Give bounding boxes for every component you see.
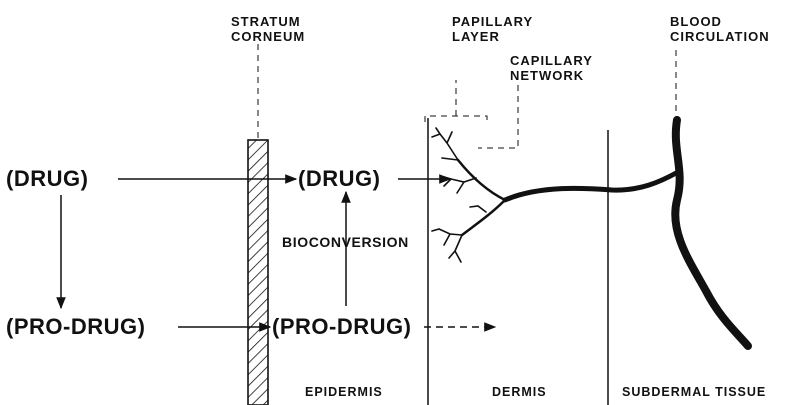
blood-circulation-line-2: CIRCULATION (670, 29, 770, 44)
blood-vessel (505, 120, 748, 346)
papillary-layer-line-2: LAYER (452, 29, 533, 44)
papillary-layer-label: PAPILLARY LAYER (452, 14, 533, 44)
subdermal-tissue-label: SUBDERMAL TISSUE (622, 386, 766, 399)
capillary-network-leader (478, 85, 518, 148)
epidermis-label: EPIDERMIS (305, 386, 383, 399)
capillary-network (432, 128, 505, 262)
stratum-corneum-label: STRATUM CORNEUM (231, 14, 305, 44)
capillary-network-line-2: NETWORK (510, 68, 593, 83)
drug-inside-label: (DRUG) (298, 168, 380, 190)
prodrug-inside-label: (PRO-DRUG) (272, 316, 411, 338)
prodrug-outside-label: (PRO-DRUG) (6, 316, 145, 338)
capillary-network-label: CAPILLARY NETWORK (510, 53, 593, 83)
stratum-corneum-line-2: CORNEUM (231, 29, 305, 44)
capillary-network-line-1: CAPILLARY (510, 53, 593, 68)
blood-circulation-label: BLOOD CIRCULATION (670, 14, 770, 44)
papillary-layer-bracket (425, 80, 487, 122)
papillary-layer-line-1: PAPILLARY (452, 14, 533, 29)
stratum-corneum-line-1: STRATUM (231, 14, 305, 29)
drug-outside-label: (DRUG) (6, 168, 88, 190)
dermis-label: DERMIS (492, 386, 547, 399)
bioconversion-label: BIOCONVERSION (282, 235, 409, 249)
blood-circulation-line-1: BLOOD (670, 14, 770, 29)
